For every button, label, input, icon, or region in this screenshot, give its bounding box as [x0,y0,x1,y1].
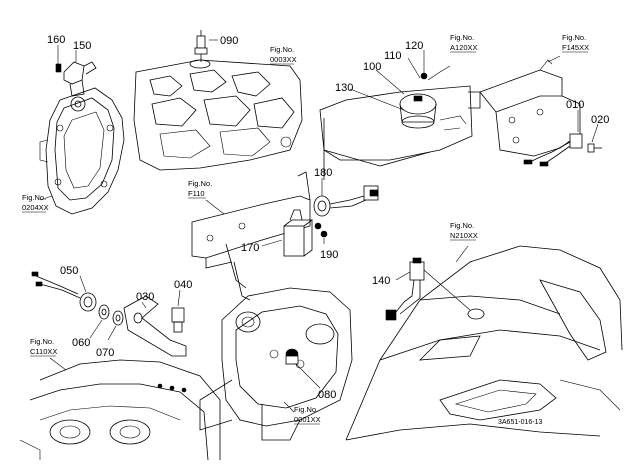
leader-040 [177,289,181,307]
leader-030 [141,301,147,309]
callout-070: 070 [96,347,114,359]
leader-fig-f145 [547,55,561,63]
fig-ref-0001xx: 0001XX [294,415,321,424]
leader-060 [89,319,103,339]
fig-ref-a120xx: A120XX [450,43,478,52]
callout-020: 020 [591,114,609,126]
callout-080: 080 [318,389,336,401]
leader-100 [375,69,405,95]
leader-080 [295,363,321,389]
fig-ref-0003xx: 0003XX [270,55,297,64]
callout-180: 180 [314,167,332,179]
callout-100: 100 [363,61,381,73]
fig-ref-c110xx: C110XX [30,347,57,356]
fig-label-a120: Fig.No. [450,33,474,42]
bolt-020-drawing [587,143,602,153]
leader-050 [79,275,87,293]
bolts-190-drawing [314,222,328,238]
fig-label-f110: Fig.No. [188,179,212,188]
fig-label-f145: Fig.No. [562,33,586,42]
leader-110 [407,57,421,79]
fig-label-c110: Fig.No. [30,337,54,346]
fig-ref-0204xx: 0204XX [22,203,49,212]
fig-ref-n210xx: N210XX [450,231,478,240]
callout-170: 170 [241,242,259,254]
leader-fig-c110 [49,357,67,371]
callout-150: 150 [73,40,91,52]
leader-170 [261,239,283,247]
bolt-040-drawing [171,307,185,333]
fig-label-0001: Fig.No. [294,405,318,414]
leader-n210-top [455,245,469,263]
callout-130: 130 [335,82,353,94]
switch-010-drawing [523,133,583,167]
gauge-100-drawing [399,72,437,129]
fig-ref-f145xx: F145XX [562,43,589,52]
leader-fig-a120 [427,65,451,81]
washer-070-drawing [112,310,124,326]
sensor-050-drawing [31,271,97,312]
bracket-030-drawing [123,295,187,357]
sensor-090-drawing [194,30,208,62]
leader-070 [107,325,117,341]
fig-label-0204: Fig.No. [22,193,46,202]
fig-label-0003: Fig.No. [270,45,294,54]
mount-bracket-drawing [191,171,311,301]
leader-140 [395,271,411,281]
drawing-code: 3A651-016-13 [498,419,542,426]
callout-050: 050 [60,265,78,277]
callout-120: 120 [405,40,423,52]
callout-090: 090 [220,35,238,47]
hood-drawing [345,245,623,441]
leader-fig-n210 [423,269,471,311]
fig-ref-f110: F110 [188,189,205,198]
leader-020 [591,123,599,143]
switch-140-drawing [385,257,425,321]
callout-140: 140 [372,275,390,287]
fig-label-n210: Fig.No. [450,221,474,230]
callout-160: 160 [47,34,65,46]
engine-side-drawing [199,287,353,441]
leader-130 [349,88,405,111]
leader-fig-f110 [205,199,225,215]
callout-040: 040 [174,279,192,291]
panel-drawing [319,85,473,180]
callout-190: 190 [320,249,338,261]
leader-fig-0204xx [39,195,53,201]
washer-060-drawing [98,304,110,320]
engine-block-drawing [133,59,303,171]
gear-housing-drawing [39,87,125,215]
callout-010: 010 [566,99,584,111]
sensor-150-drawing [55,61,97,97]
relay-170-drawing [283,209,314,257]
sensor-080-drawing [285,348,299,365]
callout-030: 030 [136,291,154,303]
sensor-180-drawing [313,185,379,217]
leader-fig-0001 [283,401,295,413]
callout-110: 110 [384,50,402,62]
bracket-drawing [468,59,581,157]
transmission-housing-drawing [19,359,221,461]
callout-060: 060 [72,337,90,349]
